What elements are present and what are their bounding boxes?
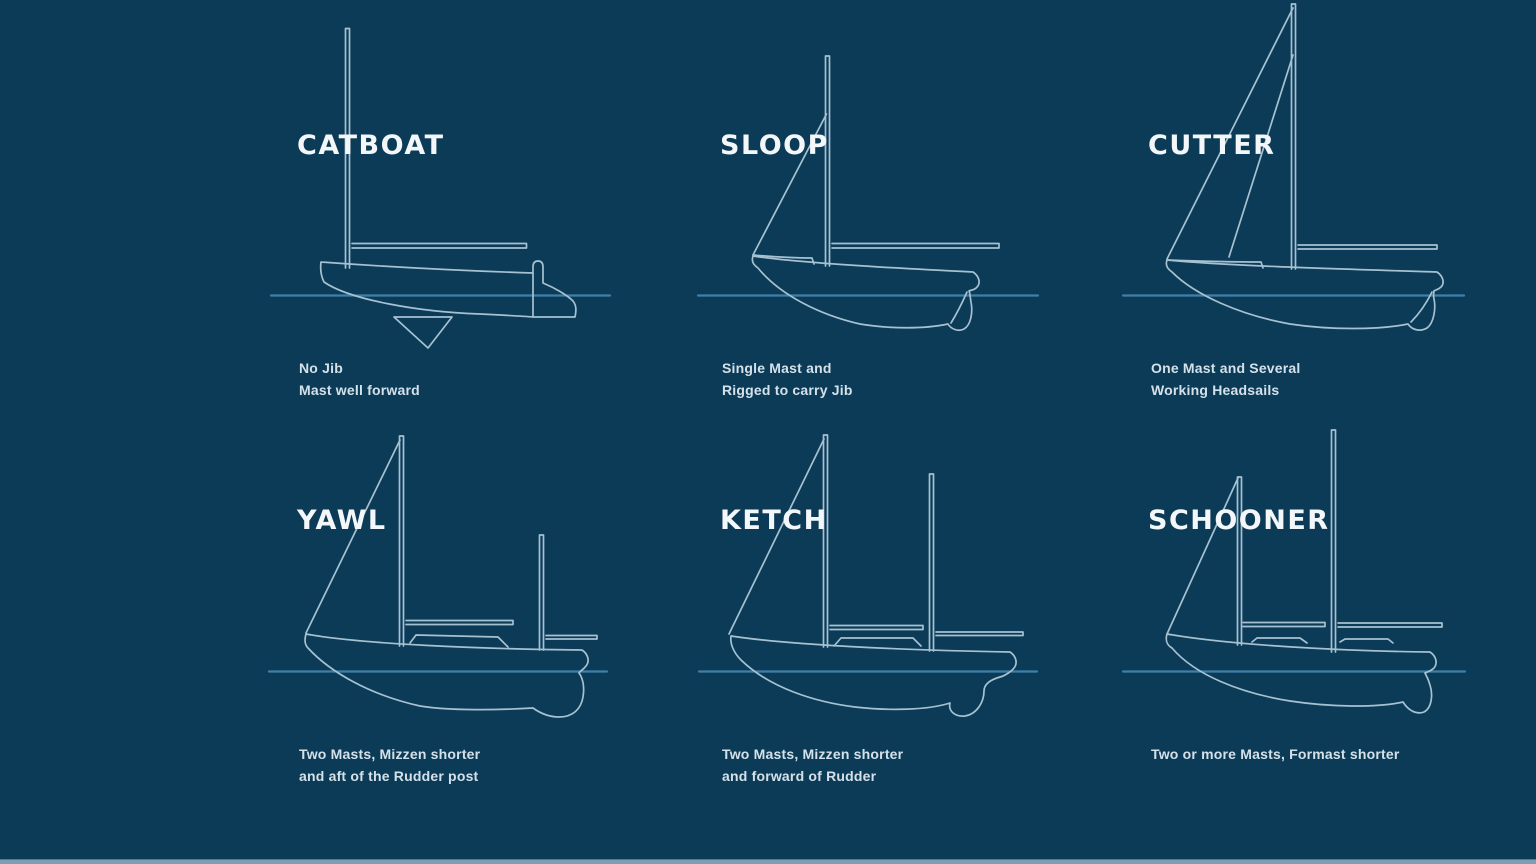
- yawl-mizzen-boom: [545, 634, 598, 640]
- desc-line: Working Headsails: [1151, 382, 1280, 398]
- card-title-ketch: KETCH: [720, 505, 828, 536]
- yawl-drawing: [304, 435, 598, 718]
- desc-line: Two Masts, Mizzen shorter: [722, 746, 904, 762]
- card-desc-ketch: Two Masts, Mizzen shorter and forward of…: [722, 743, 903, 787]
- card-title-schooner: SCHOONER: [1148, 505, 1330, 536]
- yawl-jib: [305, 439, 401, 634]
- desc-line: Two or more Masts, Formast shorter: [1151, 746, 1400, 762]
- sloop-hull: [751, 255, 980, 332]
- desc-line: Single Mast and: [722, 360, 832, 376]
- cutter-rudder-line: [1410, 291, 1433, 323]
- catboat-boom: [351, 242, 528, 249]
- desc-line: One Mast and Several: [1151, 360, 1301, 376]
- desc-line: Mast well forward: [299, 382, 420, 398]
- card-title-yawl: YAWL: [297, 505, 387, 536]
- catboat-drawing: [319, 27, 577, 349]
- card-desc-cutter: One Mast and Several Working Headsails: [1151, 357, 1301, 401]
- ketch-cabin: [833, 637, 922, 647]
- schooner-foremast: [1236, 476, 1243, 646]
- schooner-fore-boom: [1242, 621, 1326, 628]
- ketch-jib: [728, 438, 825, 635]
- schooner-main-mast: [1330, 429, 1337, 653]
- card-desc-yawl: Two Masts, Mizzen shorter and aft of the…: [299, 743, 480, 787]
- desc-line: and forward of Rudder: [722, 768, 877, 784]
- sloop-mast: [824, 55, 831, 267]
- sloop-foredeck: [752, 254, 815, 265]
- yawl-main-boom: [405, 619, 514, 626]
- card-desc-catboat: No Jib Mast well forward: [299, 357, 420, 401]
- desc-line: and aft of the Rudder post: [299, 768, 479, 784]
- card-title-catboat: CATBOAT: [297, 130, 445, 161]
- yawl-mizzen-mast: [538, 534, 545, 651]
- schooner-fore-cabin: [1251, 637, 1308, 644]
- cutter-hull: [1165, 259, 1444, 331]
- ketch-drawing: [728, 434, 1024, 717]
- cutter-drawing: [1165, 3, 1444, 331]
- yawl-main-mast: [398, 435, 405, 647]
- yawl-hull: [304, 633, 589, 718]
- sloop-boom: [831, 242, 1000, 249]
- catboat-mast: [344, 27, 351, 269]
- catboat-keel-fin: [393, 316, 453, 349]
- cutter-staysail: [1228, 54, 1294, 258]
- card-title-cutter: CUTTER: [1148, 130, 1276, 161]
- waterlines: [267, 294, 1467, 673]
- schooner-aft-cabin: [1339, 638, 1394, 644]
- sloop-drawing: [751, 55, 1000, 332]
- card-desc-schooner: Two or more Masts, Formast shorter: [1151, 743, 1399, 765]
- ketch-mizzen-boom: [935, 631, 1024, 637]
- bottom-edge-strip: [0, 859, 1536, 864]
- cutter-jib: [1166, 7, 1294, 260]
- sloop-rudder-line: [950, 291, 968, 324]
- card-desc-sloop: Single Mast and Rigged to carry Jib: [722, 357, 853, 401]
- desc-line: Two Masts, Mizzen shorter: [299, 746, 481, 762]
- ketch-hull: [729, 635, 1017, 717]
- desc-line: Rigged to carry Jib: [722, 382, 853, 398]
- cutter-mast: [1290, 3, 1297, 270]
- schooner-main-boom: [1337, 622, 1443, 628]
- ketch-main-mast: [822, 434, 829, 648]
- schooner-jib: [1166, 477, 1239, 635]
- schooner-hull: [1165, 633, 1437, 714]
- desc-line: No Jib: [299, 360, 343, 376]
- ketch-mizzen-mast: [928, 473, 935, 652]
- schooner-drawing: [1165, 429, 1443, 714]
- card-title-sloop: SLOOP: [720, 130, 829, 161]
- yawl-cabin: [409, 634, 509, 648]
- catboat-hull: [319, 260, 577, 318]
- sloop-jib: [752, 113, 828, 256]
- ketch-main-boom: [829, 624, 924, 631]
- cutter-boom: [1297, 244, 1438, 250]
